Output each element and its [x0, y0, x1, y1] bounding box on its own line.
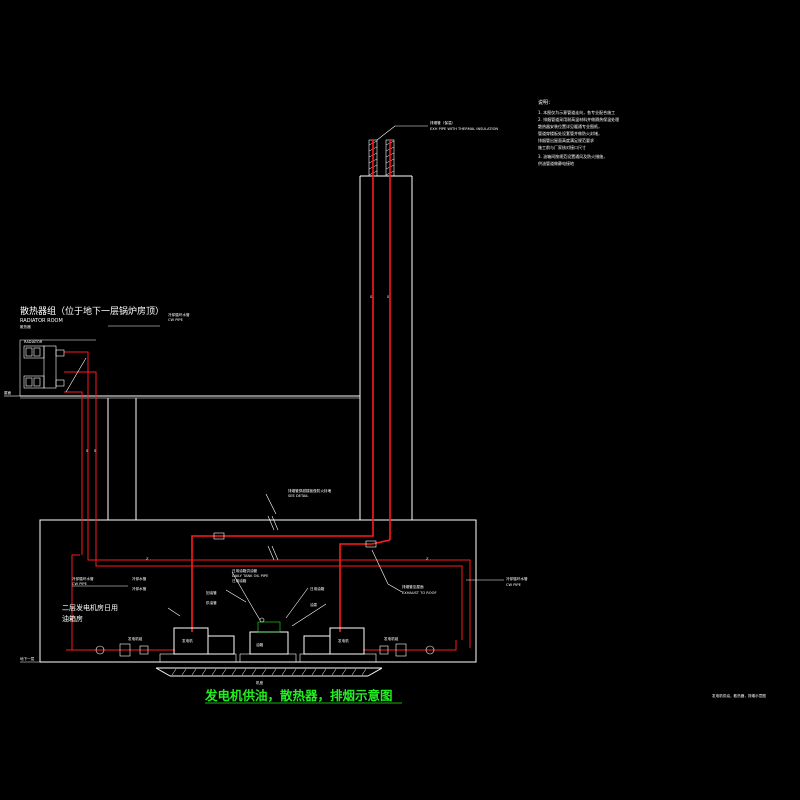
center-base: 机座 [256, 680, 264, 685]
note-line: 1. 本图仅为示意管道走向，各专业配合施工 [538, 109, 615, 115]
pumps [95, 643, 435, 657]
radiator-room-en: RADIATOR ROOM [20, 318, 63, 324]
exhaust-note-en: SEE DETAIL [288, 494, 308, 498]
note-line: 管道穿楼板处设套管并做防火封堵， [538, 130, 602, 136]
left-pipe-note-2-en: CW PIPE [72, 582, 88, 586]
drawing-title: 发电机供油，散热器，排烟示意图 [204, 688, 393, 703]
level-roof: 屋面 [4, 390, 12, 395]
leaders [72, 325, 504, 627]
radiator-sub: 散热器 [20, 324, 31, 329]
generator-right [299, 627, 377, 663]
note-line: 3. 油箱间按规范设置通风及防火措施， [538, 153, 607, 159]
center-tank: 油箱 [256, 642, 264, 647]
radiator-en-small: RADIATOR [24, 340, 43, 344]
gen-left-label: 发电机 [182, 638, 193, 643]
note-line: 供油管道做静电接地 [538, 160, 574, 166]
tank-label: 日用油箱 [310, 586, 325, 591]
left-pipe-note-2: 冷却循环水管 [72, 576, 94, 581]
break-s3: S [86, 449, 89, 453]
note-line: 2. 排烟管道采用耐高温材料并做隔热保温处理 [538, 116, 619, 122]
left-room-line2: 油箱房 [62, 614, 83, 623]
break-z1: Z [146, 557, 149, 561]
gen-left-note: 发电机组 [128, 636, 143, 641]
notes-header: 说明： [538, 99, 553, 106]
level-basement: 地下一层 [20, 656, 35, 661]
mid-left-note: 冷却水管 [132, 576, 147, 581]
right-exhaust-note: 排烟管至屋面 [402, 584, 424, 589]
break-s4: S [94, 449, 97, 453]
building-outline [4, 175, 477, 677]
radiator-units [19, 339, 96, 396]
text-layer: 排烟管（保温） EXH PIPE WITH THERMAL INSULATION… [4, 120, 528, 685]
drawing-title-small: 发电机供油，散热器，排烟示意图 [712, 693, 766, 698]
radiator-room-label: 散热器组（位于地下一层锅炉房顶） [20, 305, 164, 317]
left-room-line1: 二层发电机房日用 [62, 603, 118, 612]
gen-right-label: 发电机 [338, 638, 349, 643]
break-s1: S [370, 295, 373, 299]
break-z2: Z [426, 557, 429, 561]
break-s2: S [387, 295, 390, 299]
note-line: 散热器安装位置详见暖通专业图纸， [538, 123, 602, 129]
oil-note-en: DAILY TANK OIL PIPE [232, 574, 269, 578]
note-line: 施工前与厂家核对接口尺寸 [538, 144, 586, 150]
right-pipe-note-en: CW PIPE [506, 583, 522, 587]
chimney-note-en: EXH PIPE WITH THERMAL INSULATION [430, 127, 498, 131]
mid-left-note-2: 冷却水管 [132, 586, 147, 591]
left-pipe-note-en: CW PIPE [168, 318, 184, 322]
note-line: 排烟管出屋面高度满足规范要求 [538, 137, 594, 143]
fittings [213, 515, 377, 623]
left-pipe-note: 冷却循环水管 [168, 312, 190, 317]
right-pipe-note: 冷却循环水管 [506, 576, 528, 581]
gen-right-note: 发电机组 [384, 636, 399, 641]
exhaust-pipes [191, 140, 391, 632]
exhaust-note: 排烟管穿越楼板做防火封堵 [288, 488, 332, 493]
fuel-return: 回油管 [206, 590, 217, 595]
generator-left [159, 627, 237, 663]
tank-label-2: 油泵 [310, 602, 318, 607]
oil-note2: 日用油箱 [232, 578, 247, 583]
chimney-note: 排烟管（保温） [430, 120, 455, 125]
fuel-supply: 供油管 [206, 600, 217, 605]
oil-note: 日用油箱供油管 [232, 568, 258, 573]
right-exhaust-note-en: EXHAUST TO ROOF [402, 591, 437, 595]
cooling-pipes [64, 351, 471, 651]
chimney-insulation [368, 125, 428, 177]
notes-block: 说明： 1. 本图仅为示意管道走向，各专业配合施工 2. 排烟管道采用耐高温材料… [538, 99, 619, 166]
day-tank [239, 621, 297, 663]
